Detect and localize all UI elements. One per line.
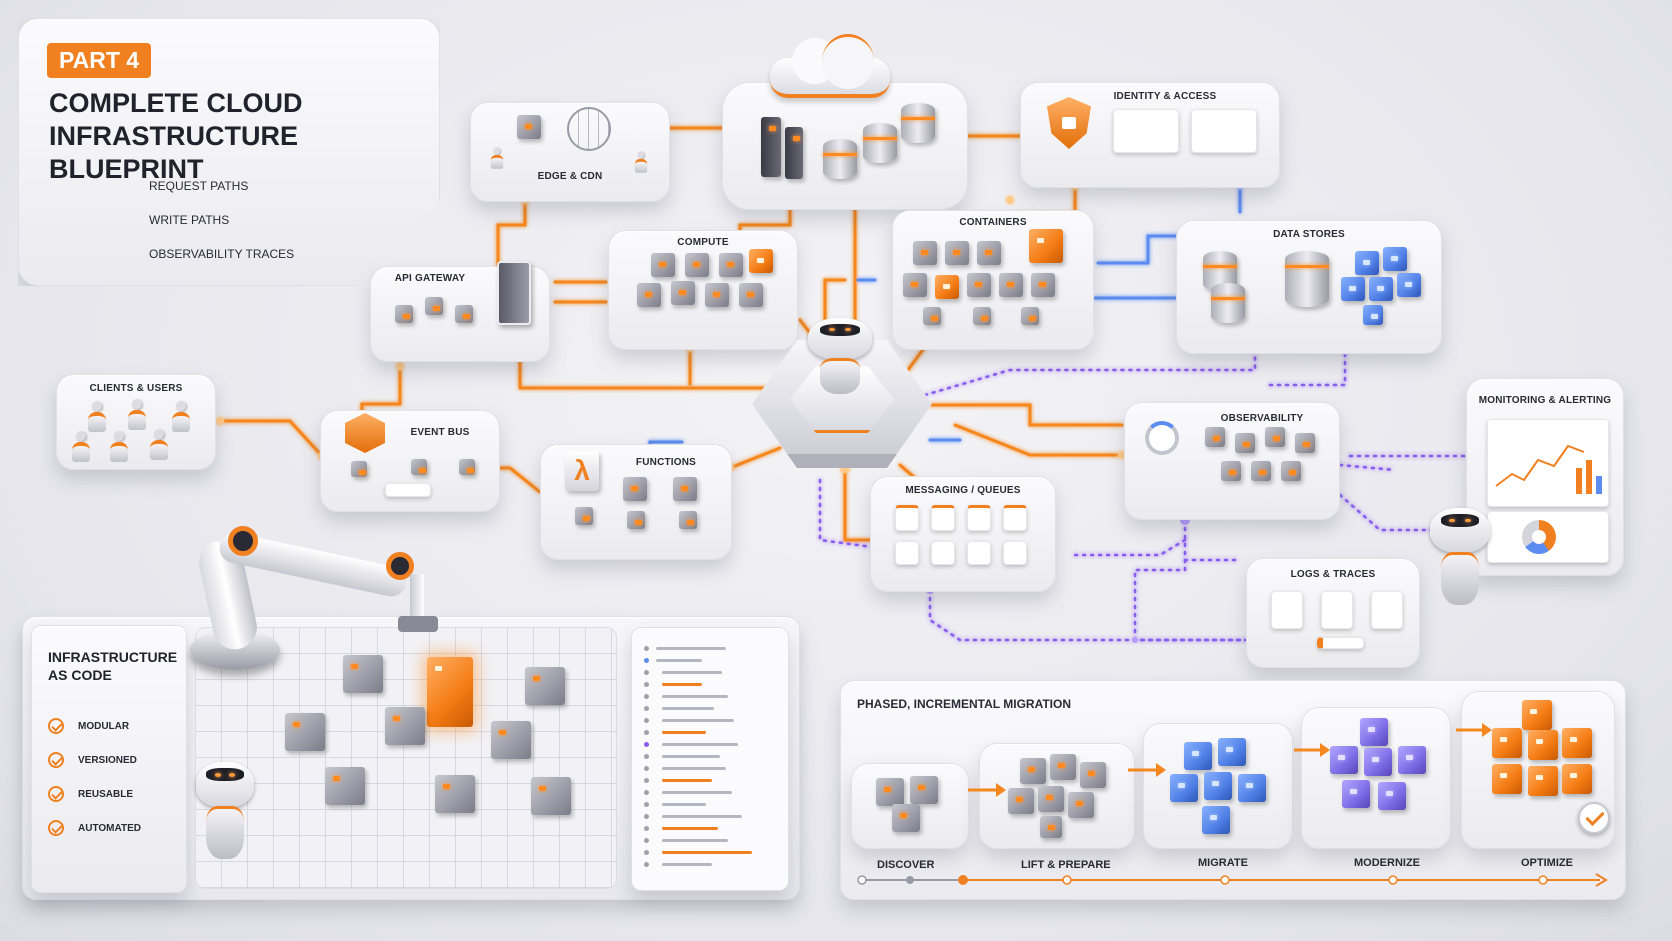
search-log-icon: [1321, 591, 1353, 629]
user-icon: [109, 431, 129, 462]
iac-panel: INFRASTRUCTURE AS CODE MODULAR VERSIONED…: [22, 616, 800, 900]
database-icon: [823, 139, 857, 179]
server-rack-icon: [761, 117, 781, 177]
monitoring-alerting-label: MONITORING & ALERTING: [1478, 395, 1612, 406]
database-icon: [901, 103, 935, 143]
functions-node[interactable]: λ FUNCTIONS: [540, 444, 732, 560]
user-icon: [634, 151, 648, 173]
phase-optimize-stage[interactable]: [1461, 691, 1615, 849]
iac-sidebar: INFRASTRUCTURE AS CODE MODULAR VERSIONED…: [31, 625, 187, 893]
iac-grid-workspace: [195, 627, 617, 889]
checkmark-icon: [48, 820, 64, 836]
clients-users-label: CLIENTS & USERS: [89, 383, 183, 394]
iac-item-modular: MODULAR: [78, 721, 130, 732]
identity-access-label: IDENTITY & ACCESS: [1113, 91, 1217, 102]
legend-write-paths: WRITE PATHS: [149, 213, 230, 227]
event-bus-node[interactable]: EVENT BUS: [320, 410, 500, 512]
user-icon: [127, 399, 147, 430]
edge-server-icon: [517, 115, 541, 139]
user-icon: [87, 401, 107, 432]
phase-lift-prepare-label: LIFT & PREPARE: [1021, 859, 1111, 871]
line-chart-icon: [1487, 419, 1609, 507]
logs-traces-node[interactable]: LOGS & TRACES: [1246, 558, 1420, 668]
checkmark-icon: [1578, 802, 1610, 834]
phase-lift-prepare-stage[interactable]: [979, 743, 1135, 849]
observability-label: OBSERVABILITY: [1220, 413, 1304, 424]
robot-icon: [196, 762, 254, 860]
api-gateway-label: API GATEWAY: [394, 273, 466, 284]
phase-modernize-label: MODERNIZE: [1354, 857, 1420, 869]
iac-item-reusable: REUSABLE: [78, 789, 134, 800]
functions-label: FUNCTIONS: [635, 457, 697, 468]
gateway-device-icon: [497, 261, 531, 325]
globe-icon: [567, 107, 611, 151]
gauge-icon: [1145, 421, 1179, 455]
migration-title: PHASED, INCREMENTAL MIGRATION: [857, 697, 1072, 711]
clients-users-node[interactable]: CLIENTS & USERS: [56, 374, 216, 470]
checkmark-icon: [48, 786, 64, 802]
phase-migrate-label: MIGRATE: [1198, 857, 1248, 869]
title-line-1: COMPLETE CLOUD: [49, 88, 303, 118]
observability-node[interactable]: OBSERVABILITY: [1124, 402, 1340, 520]
phase-modernize-stage[interactable]: [1301, 707, 1451, 849]
request-paths: [218, 126, 1124, 542]
iac-title: INFRASTRUCTURE AS CODE: [48, 648, 177, 684]
cloud-hub-node[interactable]: [722, 82, 968, 210]
log-file-icon: [1271, 591, 1303, 629]
messaging-queues-node[interactable]: MESSAGING / QUEUES: [870, 476, 1056, 592]
messaging-queues-label: MESSAGING / QUEUES: [905, 485, 1021, 496]
edge-cdn-label: EDGE & CDN: [537, 171, 603, 182]
event-bus-label: EVENT BUS: [410, 427, 470, 438]
event-tag: [385, 483, 431, 497]
iac-item-versioned: VERSIONED: [78, 755, 137, 766]
legend-card: PART 4 COMPLETE CLOUD INFRASTRUCTURE BLU…: [18, 18, 440, 286]
page-title: COMPLETE CLOUD INFRASTRUCTURE BLUEPRINT: [49, 87, 439, 186]
iac-item-automated: AUTOMATED: [78, 823, 141, 834]
robot-icon: [1430, 508, 1490, 608]
trace-file-icon: [1371, 591, 1403, 629]
identity-access-node[interactable]: IDENTITY & ACCESS: [1020, 82, 1280, 188]
phase-discover-stage[interactable]: [851, 763, 969, 849]
data-stores-label: DATA STORES: [1273, 229, 1345, 240]
identity-card: [1113, 109, 1179, 153]
part-badge: PART 4: [47, 43, 152, 78]
checkmark-icon: [48, 718, 64, 734]
user-icon: [149, 429, 169, 460]
iac-title-line-1: INFRASTRUCTURE: [48, 649, 178, 665]
legend-request-paths: REQUEST PATHS: [149, 179, 249, 193]
phase-migrate-stage[interactable]: [1143, 723, 1293, 849]
identity-card: [1191, 109, 1257, 153]
user-icon: [171, 401, 191, 432]
iac-code-listing: [631, 627, 789, 891]
containers-node[interactable]: CONTAINERS: [892, 210, 1094, 350]
observability-traces: [818, 343, 1468, 642]
logs-traces-label: LOGS & TRACES: [1290, 569, 1376, 580]
monitoring-alerting-node[interactable]: MONITORING & ALERTING: [1466, 378, 1624, 576]
title-line-2: INFRASTRUCTURE BLUEPRINT: [49, 121, 298, 184]
log-tag: [1317, 637, 1364, 649]
user-icon: [71, 431, 91, 462]
data-stores-node[interactable]: DATA STORES: [1176, 220, 1442, 354]
api-gateway-node[interactable]: API GATEWAY: [370, 261, 550, 362]
lambda-icon: λ: [565, 451, 599, 491]
database-icon: [863, 123, 897, 163]
checkmark-icon: [48, 752, 64, 768]
user-icon: [490, 147, 504, 169]
server-rack-icon: [785, 127, 803, 179]
donut-chart-icon: [1487, 511, 1609, 563]
compute-label: COMPUTE: [677, 237, 729, 248]
robot-icon: [808, 318, 872, 394]
legend-observability-traces: OBSERVABILITY TRACES: [149, 247, 295, 261]
cloud-icon: [770, 34, 890, 98]
containers-label: CONTAINERS: [959, 217, 1027, 228]
phase-discover-label: DISCOVER: [877, 859, 935, 871]
iac-title-line-2: AS CODE: [48, 667, 112, 683]
robot-arm-icon: [180, 520, 470, 700]
compute-node[interactable]: COMPUTE: [608, 230, 798, 350]
phase-optimize-label: OPTIMIZE: [1521, 857, 1573, 869]
edge-cdn-node[interactable]: EDGE & CDN: [470, 102, 670, 202]
